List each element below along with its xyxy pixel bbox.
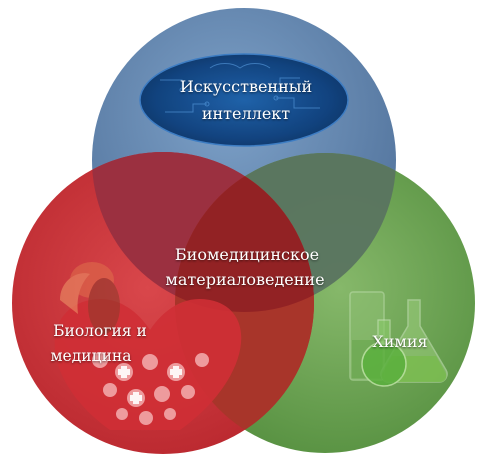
chem-label: Химия — [372, 332, 427, 351]
medical-heart-icon — [54, 262, 242, 430]
ai-label-line2: интеллект — [202, 104, 290, 123]
ai-label-line1: Искусственный — [180, 77, 312, 96]
circuit-brain-icon — [139, 53, 349, 147]
lab-flasks-icon — [349, 291, 448, 387]
center-label-line1: Биомедицинское — [175, 245, 319, 264]
bio-label-line1: Биология и — [53, 322, 147, 340]
bio-label-line2: медицина — [51, 347, 132, 365]
center-label-line2: материаловедение — [165, 270, 324, 289]
